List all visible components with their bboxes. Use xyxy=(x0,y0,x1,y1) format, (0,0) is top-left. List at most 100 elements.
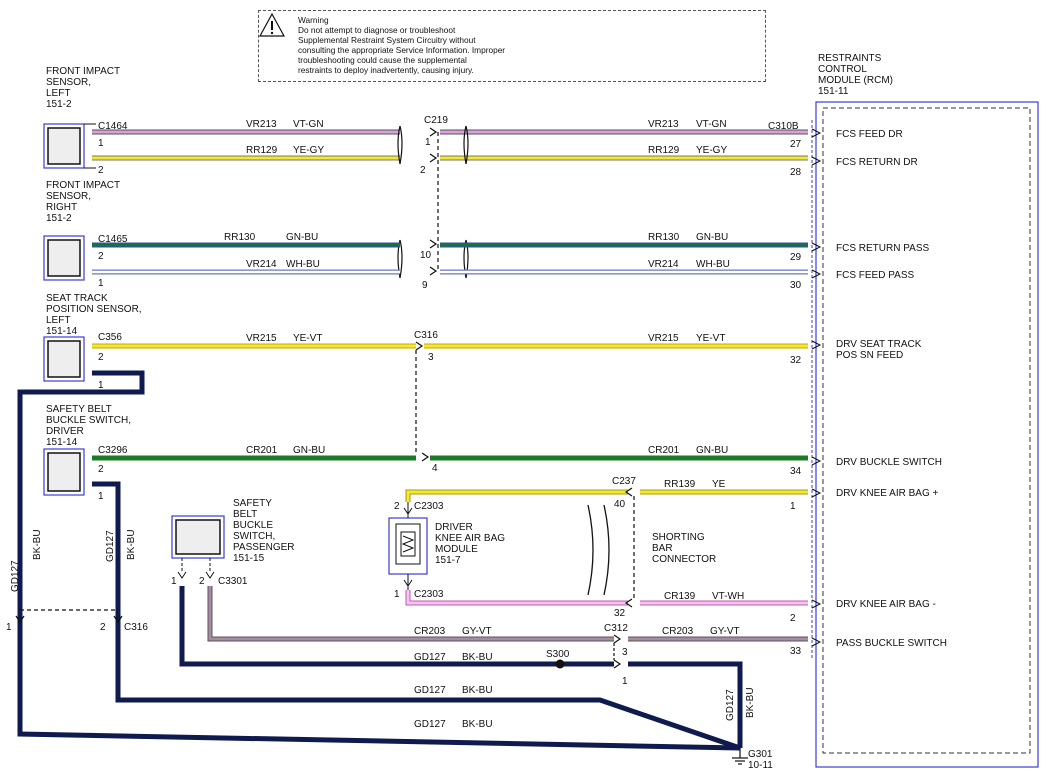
rcm-pin-label: POS SN FEED xyxy=(836,350,903,361)
circuit-id: GD127 xyxy=(725,689,736,721)
pin-number: 40 xyxy=(614,499,626,510)
fis-right-label: RIGHT xyxy=(46,202,77,213)
circuit-id: CR203 xyxy=(414,626,446,637)
pin-number: 2 xyxy=(199,576,205,587)
rcm-ref: 151-11 xyxy=(818,86,849,97)
pin-number: 1 xyxy=(98,278,104,289)
rcm-module xyxy=(811,101,1039,768)
knee-airbag-label: 151-7 xyxy=(435,555,461,566)
rcm-pin-number: 2 xyxy=(790,613,796,624)
seat-track-label: LEFT xyxy=(46,315,70,326)
circuit-color: VT-GN xyxy=(293,119,324,130)
c1464-label: C1464 xyxy=(98,121,128,132)
pin-number: 2 xyxy=(394,501,400,512)
pin-number: 3 xyxy=(622,647,628,658)
circuit-id: GD127 xyxy=(105,530,116,562)
pin-number: 32 xyxy=(614,608,626,619)
s300-label: S300 xyxy=(546,649,570,660)
shorting-bar-label: BAR xyxy=(652,543,673,554)
warning-title: Warning xyxy=(298,15,329,25)
circuit-color: YE-VT xyxy=(293,333,322,344)
circuit-color: BK-BU xyxy=(32,529,43,560)
circuit-color: WH-BU xyxy=(696,259,730,270)
buckle-driver-label: DRIVER xyxy=(46,426,84,437)
pin-number: 10 xyxy=(420,250,432,261)
rcm-pin-label: FCS RETURN PASS xyxy=(836,243,929,254)
pin-number: 1 xyxy=(622,676,628,687)
circuit-id: VR214 xyxy=(246,259,277,270)
fis-left-label: LEFT xyxy=(46,88,70,99)
c312-connector xyxy=(613,634,622,669)
warning-line: Do not attempt to diagnose or troublesho… xyxy=(298,25,456,35)
shorting-bar-symbol xyxy=(587,504,610,596)
c316-upper-connector xyxy=(415,341,430,462)
fis-right-label: 151-2 xyxy=(46,213,72,224)
fis-left-label: SENSOR, xyxy=(46,77,91,88)
pin-number: 2 xyxy=(98,352,104,363)
fis-left-label: FRONT IMPACT xyxy=(46,66,120,77)
c1465-label: C1465 xyxy=(98,234,128,245)
wire-cr139 xyxy=(405,590,808,606)
pin-number: 4 xyxy=(432,463,438,474)
buckle-driver-label: BUCKLE SWITCH, xyxy=(46,415,131,426)
warning-triangle-icon xyxy=(258,12,286,37)
circuit-id: RR139 xyxy=(664,479,696,490)
circuit-color: GN-BU xyxy=(696,232,728,243)
wire-gd127 xyxy=(17,370,743,751)
rcm-title-line: MODULE (RCM) xyxy=(818,75,893,86)
c219-label: C219 xyxy=(424,115,448,126)
pin-number: 1 xyxy=(171,576,177,587)
rcm-pin-number: 29 xyxy=(790,252,802,263)
shorting-bar-label: CONNECTOR xyxy=(652,554,716,565)
c356-label: C356 xyxy=(98,332,122,343)
circuit-color: BK-BU xyxy=(745,687,756,718)
circuit-color: WH-BU xyxy=(286,259,320,270)
fis-right-label: FRONT IMPACT xyxy=(46,180,120,191)
pin-number: 1 xyxy=(98,380,104,391)
c312-label: C312 xyxy=(604,623,628,634)
c2303-top-label: C2303 xyxy=(414,501,444,512)
circuit-id: CR203 xyxy=(662,626,694,637)
buckle-pass-label: 151-15 xyxy=(233,553,265,564)
circuit-color: BK-BU xyxy=(126,529,137,560)
pin-number: 2 xyxy=(98,165,104,176)
buckle-driver-label: 151-14 xyxy=(46,437,78,448)
rcm-pin-number: 28 xyxy=(790,167,802,178)
c219-connector xyxy=(397,125,469,279)
pin-number: 2 xyxy=(420,165,426,176)
rcm-pin-number: 33 xyxy=(790,646,802,657)
circuit-color: GY-VT xyxy=(462,626,492,637)
circuit-id: GD127 xyxy=(10,560,21,592)
rcm-pin-number: 32 xyxy=(790,355,802,366)
rcm-pin-number: 34 xyxy=(790,466,802,477)
rcm-pin-arrows xyxy=(811,128,822,647)
pin-number: 3 xyxy=(428,352,434,363)
rcm-pin-label: FCS RETURN DR xyxy=(836,157,918,168)
rcm-pin-label: DRV KNEE AIR BAG - xyxy=(836,599,936,610)
buckle-pass-label: BELT xyxy=(233,509,257,520)
g301-ref: 10-11 xyxy=(748,760,773,771)
fis-right-component xyxy=(43,235,85,281)
circuit-color: YE-VT xyxy=(696,333,725,344)
circuit-color: VT-GN xyxy=(696,119,727,130)
circuit-id: RR130 xyxy=(648,232,680,243)
pin-number: 9 xyxy=(422,280,428,291)
circuit-id: GD127 xyxy=(414,685,446,696)
knee-airbag-label: KNEE AIR BAG xyxy=(435,533,505,544)
circuit-color: GY-VT xyxy=(710,626,740,637)
circuit-id: VR214 xyxy=(648,259,679,270)
circuit-color: YE-GY xyxy=(696,145,727,156)
circuit-id: RR129 xyxy=(648,145,680,156)
circuit-id: RR129 xyxy=(246,145,278,156)
circuit-color: BK-BU xyxy=(462,652,493,663)
circuit-color: BK-BU xyxy=(462,719,493,730)
seat-track-label: SEAT TRACK xyxy=(46,293,108,304)
s300-splice xyxy=(555,659,565,669)
buckle-pass-component xyxy=(171,515,225,579)
circuit-id: VR215 xyxy=(246,333,277,344)
buckle-driver-label: SAFETY BELT xyxy=(46,404,112,415)
circuit-color: GN-BU xyxy=(696,445,728,456)
c2303-bottom-label: C2303 xyxy=(414,589,444,600)
pin-number: 2 xyxy=(100,622,106,633)
circuit-id: VR213 xyxy=(648,119,679,130)
